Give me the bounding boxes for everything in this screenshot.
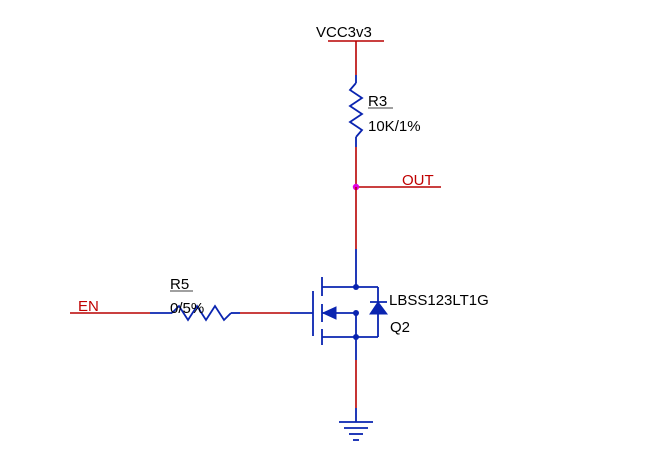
vcc-net-label: VCC3v3 [316,24,372,41]
ground-icon [339,408,373,441]
q2-ref-label: Q2 [390,319,410,336]
r5-ref-label: R5 [170,276,189,293]
r3-value-label: 10K/1% [368,118,421,135]
en-net-label: EN [78,298,99,315]
mosfet-q2 [290,249,388,360]
r3-ref-label: R3 [368,93,387,110]
out-net-label: OUT [402,172,434,189]
q2-drain-junction [353,284,359,290]
q2-source-junction [353,310,359,316]
q2-body-junction [353,334,359,340]
r5-value-label: 0/5% [170,300,204,317]
resistor-r3 [348,75,364,147]
q2-part-label: LBSS123LT1G [389,292,489,309]
resistor-r5 [150,304,240,322]
